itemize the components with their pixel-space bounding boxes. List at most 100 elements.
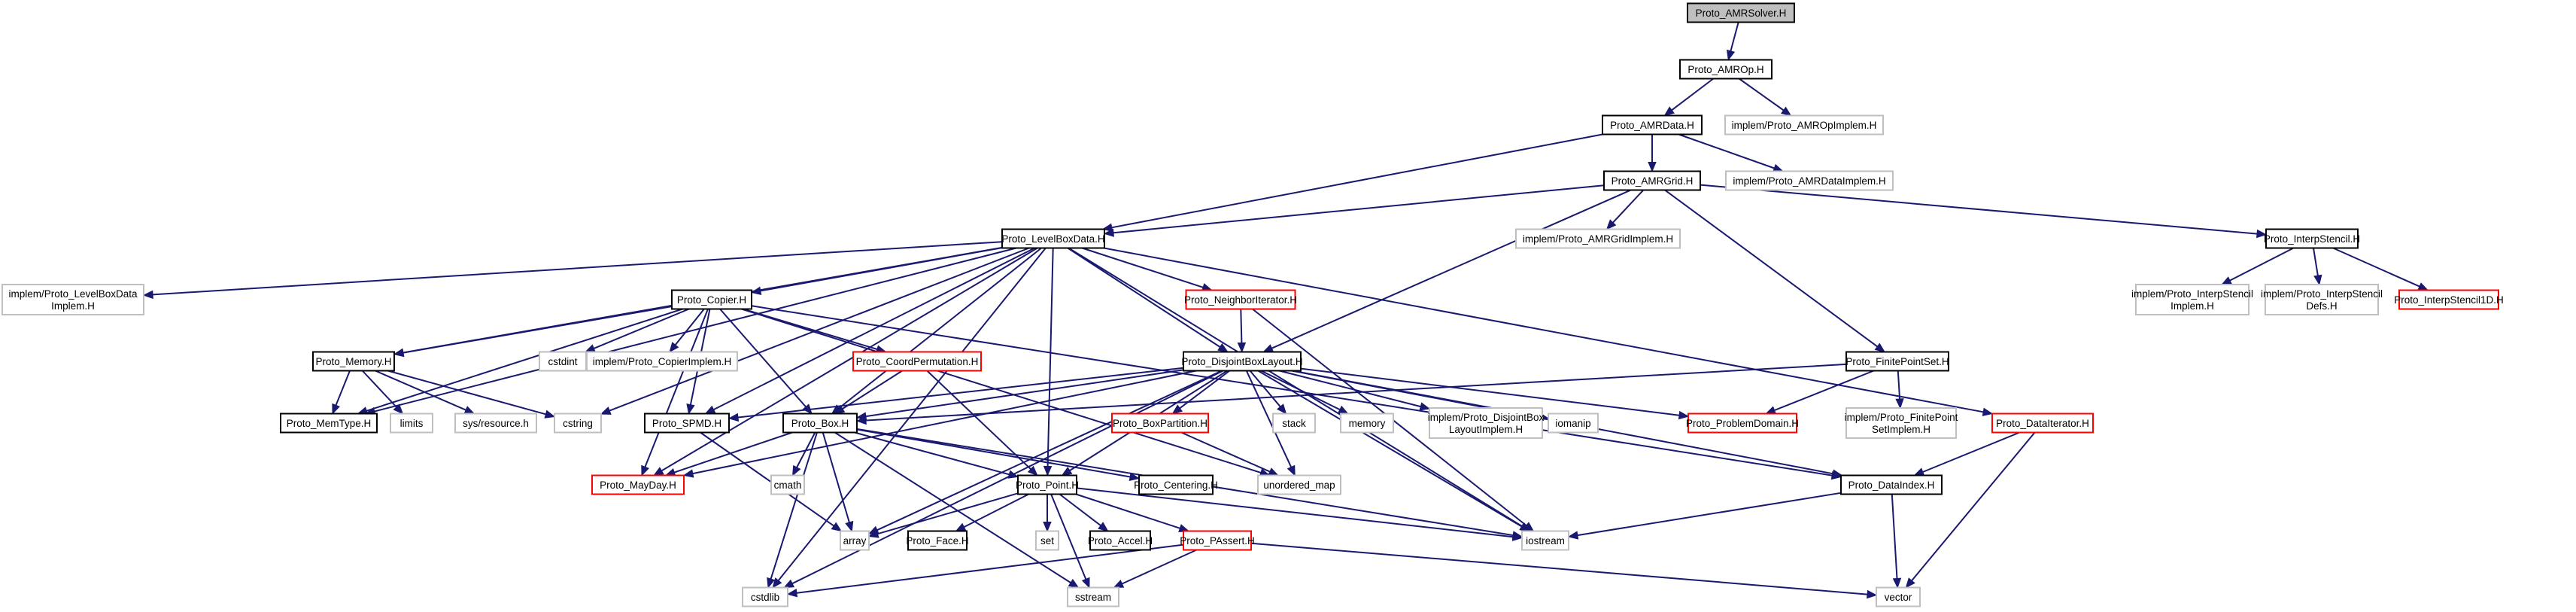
edge-line — [777, 247, 1046, 581]
edge-line — [1577, 492, 1842, 537]
arrowhead-icon — [1678, 410, 1690, 420]
edge-levelboxdata-to-cstring — [600, 247, 1030, 415]
node-box — [2, 284, 144, 315]
node-box — [1840, 474, 1943, 495]
node-label: sys/resource.h — [463, 418, 529, 429]
node-proto-mayday-h[interactable]: Proto_MayDay.H — [591, 474, 685, 495]
node-cstdlib: cstdlib — [742, 586, 788, 607]
edge-levelboxdata-to-spmd — [704, 247, 1035, 415]
node-label: implem/Proto_LevelBoxData — [8, 288, 138, 300]
node-label: Proto_MemType.H — [287, 418, 372, 429]
node-proto-interpstencil-h[interactable]: Proto_InterpStencil.H — [2264, 228, 2360, 249]
edge-line — [822, 432, 850, 523]
edge-box-to-cmath — [792, 432, 816, 477]
node-label: Proto_Point.H — [1016, 480, 1079, 491]
arrowhead-icon — [728, 413, 740, 422]
arrowhead-icon — [1905, 577, 1915, 589]
edge-box-to-array — [822, 432, 854, 532]
arrowhead-icon — [600, 406, 612, 415]
node-box — [586, 351, 738, 372]
node-proto-interpstencil1d-h[interactable]: Proto_InterpStencil1D.H — [2394, 289, 2504, 310]
edge-amrgrid-to-dbl — [1262, 189, 1632, 353]
node-box — [1429, 407, 1543, 439]
node-box — [554, 413, 602, 434]
edge-dbl-to-problemdomain — [1300, 367, 1690, 420]
node-proto-dataindex-h[interactable]: Proto_DataIndex.H — [1840, 474, 1943, 495]
node-box — [840, 530, 870, 551]
arrowhead-icon — [1262, 344, 1274, 353]
arrowhead-icon — [1727, 49, 1736, 61]
node-iomanip: iomanip — [1548, 413, 1599, 434]
node-proto-problemdomain-h[interactable]: Proto_ProblemDomain.H — [1686, 413, 1799, 434]
arrowhead-icon — [1277, 403, 1287, 415]
edge-levelboxdata-to-cstdlib — [772, 247, 1046, 589]
edge-line — [1911, 431, 2036, 581]
node-box — [1687, 413, 1797, 434]
arrowhead-icon — [332, 403, 340, 415]
edge-line — [374, 247, 1017, 413]
edge-line — [719, 308, 807, 408]
node-sstream: sstream — [1067, 586, 1119, 607]
node-proto-dataiterator-h[interactable]: Proto_DataIterator.H — [1991, 413, 2094, 434]
node-box — [1340, 413, 1394, 434]
edge-dbl-to-spmd — [728, 367, 1184, 422]
edge-line — [2313, 248, 2319, 276]
node-proto-passert-h[interactable]: Proto_PAssert.H — [1180, 530, 1255, 551]
edge-line — [876, 370, 1223, 531]
arrowhead-icon — [1268, 467, 1279, 477]
node-label: Proto_BoxPartition.H — [1113, 418, 1208, 429]
node-label: Proto_Centering.H — [1134, 480, 1218, 491]
node-proto-disjointboxlayout-h[interactable]: Proto_DisjointBoxLayout.H — [1181, 351, 1303, 372]
node-proto-amrdata-h[interactable]: Proto_AMRData.H — [1602, 114, 1703, 135]
edge-line — [770, 432, 818, 580]
arrowhead-icon — [1081, 577, 1090, 589]
edge-point-to-accel — [1059, 493, 1109, 532]
edge-amrop-to-amrdata — [1663, 78, 1715, 117]
arrowhead-icon — [831, 522, 843, 532]
edge-copier-to-unorderedmap — [741, 308, 1271, 477]
edge-line — [1664, 189, 1878, 348]
node-proto-finitepointset-h[interactable]: Proto_FinitePointSet.H — [1845, 351, 1949, 372]
edge-dbl-to-dblimplem — [1279, 370, 1431, 411]
edge-line — [1180, 431, 1271, 473]
node-box — [2398, 289, 2499, 310]
node-proto-amrgrid-h[interactable]: Proto_AMRGrid.H — [1603, 170, 1701, 191]
arrowhead-icon — [1867, 589, 1878, 599]
node-proto-centering-h[interactable]: Proto_Centering.H — [1134, 474, 1218, 495]
edge-line — [1257, 370, 1523, 528]
arrowhead-icon — [463, 406, 475, 415]
node-proto-face-h[interactable]: Proto_Face.H — [906, 530, 969, 551]
node-proto-point-h[interactable]: Proto_Point.H — [1016, 474, 1079, 495]
node-implem-proto-copierimplem-h: implem/Proto_CopierImplem.H — [586, 351, 738, 372]
node-memory: memory — [1340, 413, 1394, 434]
node-proto-amrop-h[interactable]: Proto_AMROp.H — [1679, 59, 1773, 80]
node-label: Proto_LevelBoxData.H — [1001, 233, 1104, 245]
node-box — [1111, 413, 1209, 434]
node-proto-memtype-h[interactable]: Proto_MemType.H — [280, 413, 378, 434]
node-proto-neighboriterator-h[interactable]: Proto_NeighborIterator.H — [1184, 289, 1297, 310]
node-implem-proto-amropimplem-h: implem/Proto_AMROpImplem.H — [1724, 114, 1884, 135]
edge-line — [1250, 542, 1868, 595]
node-proto-accel-h[interactable]: Proto_Accel.H — [1088, 530, 1153, 551]
node-proto-levelboxdata-h[interactable]: Proto_LevelBoxData.H — [1001, 228, 1105, 249]
edge-line — [1271, 189, 1632, 349]
edge-line — [2229, 247, 2294, 282]
node-box — [1017, 474, 1077, 495]
node-label: sstream — [1075, 592, 1111, 603]
node-label: Proto_SPMD.H — [652, 418, 721, 429]
node-proto-memory-h[interactable]: Proto_Memory.H — [312, 351, 395, 372]
node-proto-spmd-h[interactable]: Proto_SPMD.H — [644, 413, 730, 434]
arrowhead-icon — [686, 403, 695, 415]
node-proto-coordpermutation-h[interactable]: Proto_CoordPermutation.H — [852, 351, 982, 372]
arrowhead-icon — [783, 579, 795, 589]
node-proto-amrsolver-h[interactable]: Proto_AMRSolver.H — [1687, 2, 1795, 23]
node-proto-box-h[interactable]: Proto_Box.H — [782, 413, 858, 434]
edge-dbl-to-box — [855, 369, 1184, 421]
edge-copier-to-mayday — [641, 309, 709, 477]
edge-line — [1121, 549, 1197, 585]
arrowhead-icon — [669, 342, 679, 353]
node-proto-boxpartition-h[interactable]: Proto_BoxPartition.H — [1111, 413, 1209, 434]
node-proto-copier-h[interactable]: Proto_Copier.H — [671, 289, 752, 310]
